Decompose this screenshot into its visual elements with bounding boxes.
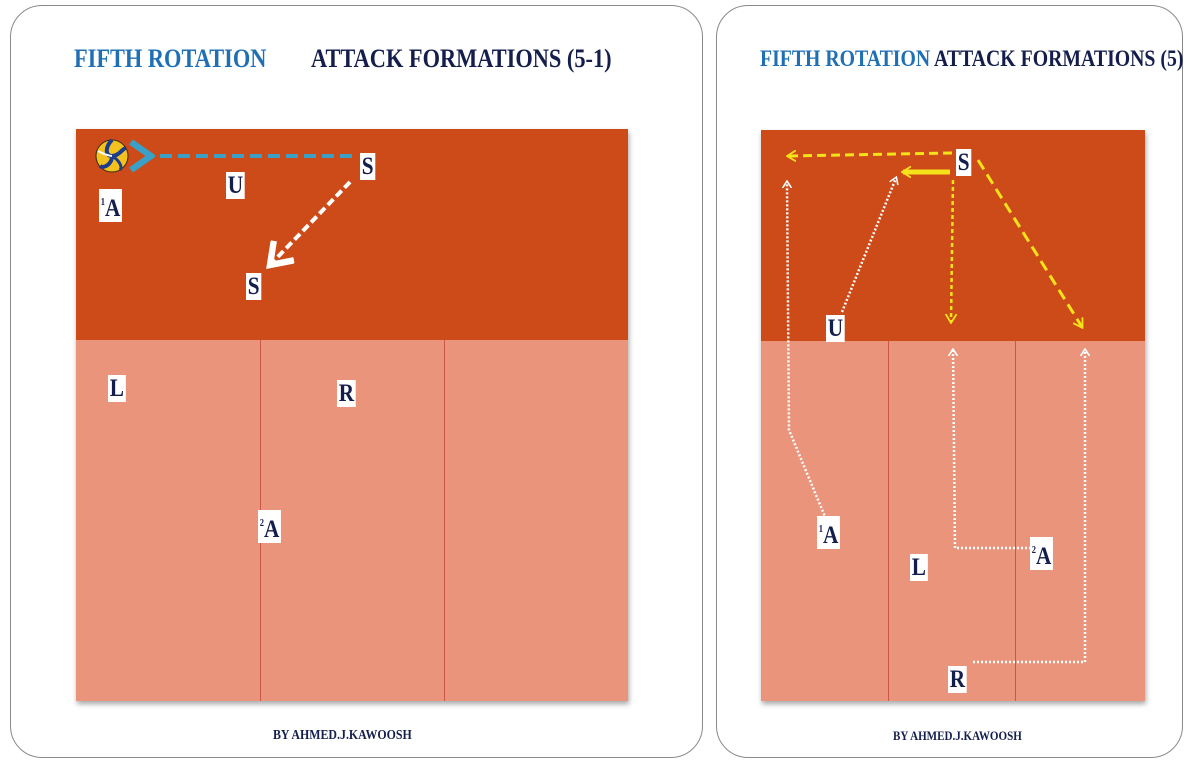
right-credit: BY AHMED.J.KAWOOSH [893, 728, 1022, 743]
right-arrow-a2-approach [953, 350, 1031, 550]
right-arrow-set-to-outside [788, 153, 953, 156]
right-title-formation: ATTACK FORMATIONS (5) [934, 46, 1184, 71]
left-player-libero: L [108, 375, 126, 402]
left-player-receiver: R [337, 380, 356, 407]
left-title-formation: ATTACK FORMATIONS (5-1) [311, 44, 612, 73]
right-player-receiver: R [948, 666, 967, 693]
left-court-front-zone [76, 129, 628, 340]
right-arrow-u-approach [840, 178, 896, 313]
right-player-attacker-2: 2A [1030, 537, 1054, 570]
left-court [76, 129, 628, 701]
left-court-divider-2 [444, 340, 445, 701]
right-player-setter: S [956, 149, 972, 176]
right-player-attacker-1: 1A [817, 516, 841, 549]
right-player-libero: L [910, 554, 928, 581]
left-player-attacker-1: 1A [99, 189, 123, 222]
right-player-opposite: U [826, 315, 845, 342]
left-arrow-setter-move [270, 180, 352, 265]
left-player-opposite: U [226, 172, 245, 199]
left-player-attacker-2: 2A [258, 510, 282, 543]
right-court-divider-2 [1015, 341, 1016, 701]
right-arrow-set-to-middle [951, 179, 953, 322]
left-credit: BY AHMED.J.KAWOOSH [273, 728, 412, 743]
right-arrow-set-to-right [976, 159, 1082, 327]
right-title-rotation: FIFTH ROTATION [760, 46, 931, 71]
right-court-divider-1 [888, 341, 889, 701]
right-arrow-r-approach [973, 350, 1085, 664]
left-title-rotation: FIFTH ROTATION [74, 44, 267, 73]
right-arrow-a1-approach [787, 182, 828, 520]
left-player-setter-target: S [246, 273, 262, 300]
left-player-setter: S [360, 153, 376, 180]
right-court-front-zone [761, 130, 1145, 341]
volleyball-icon [95, 139, 129, 173]
